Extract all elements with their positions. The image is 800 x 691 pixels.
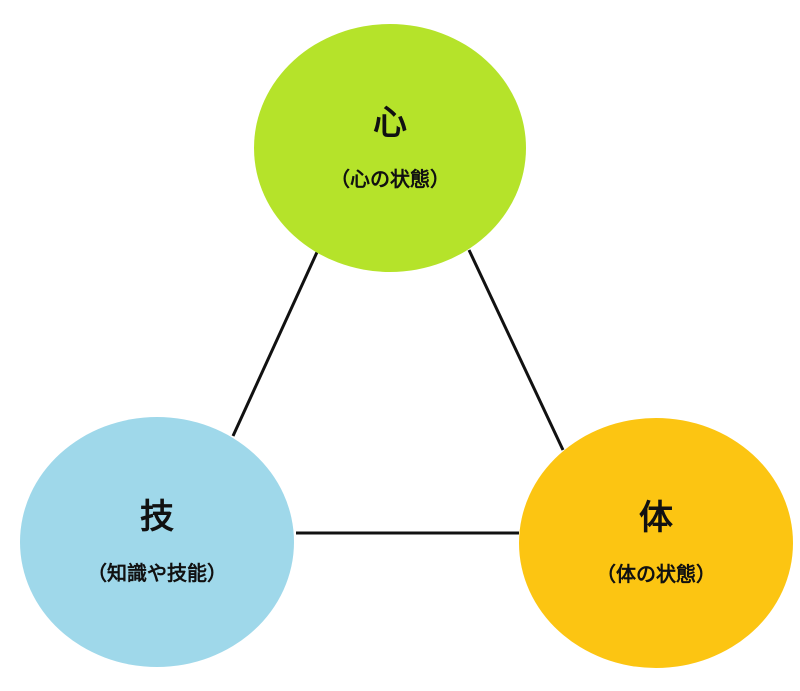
connector-kokoro-waza	[231, 249, 320, 437]
connector-kokoro-karada	[467, 249, 565, 451]
node-karada-title: 体	[639, 498, 673, 539]
node-waza-subtitle: （知識や技能）	[87, 560, 227, 585]
node-karada: 体 （体の状態）	[519, 418, 793, 668]
node-karada-subtitle: （体の状態）	[596, 561, 716, 586]
node-kokoro: 心 （心の状態）	[254, 24, 526, 272]
node-kokoro-title: 心	[373, 103, 407, 144]
node-waza: 技 （知識や技能）	[20, 417, 294, 667]
node-waza-title: 技	[140, 497, 174, 538]
node-kokoro-subtitle: （心の状態）	[330, 166, 450, 191]
